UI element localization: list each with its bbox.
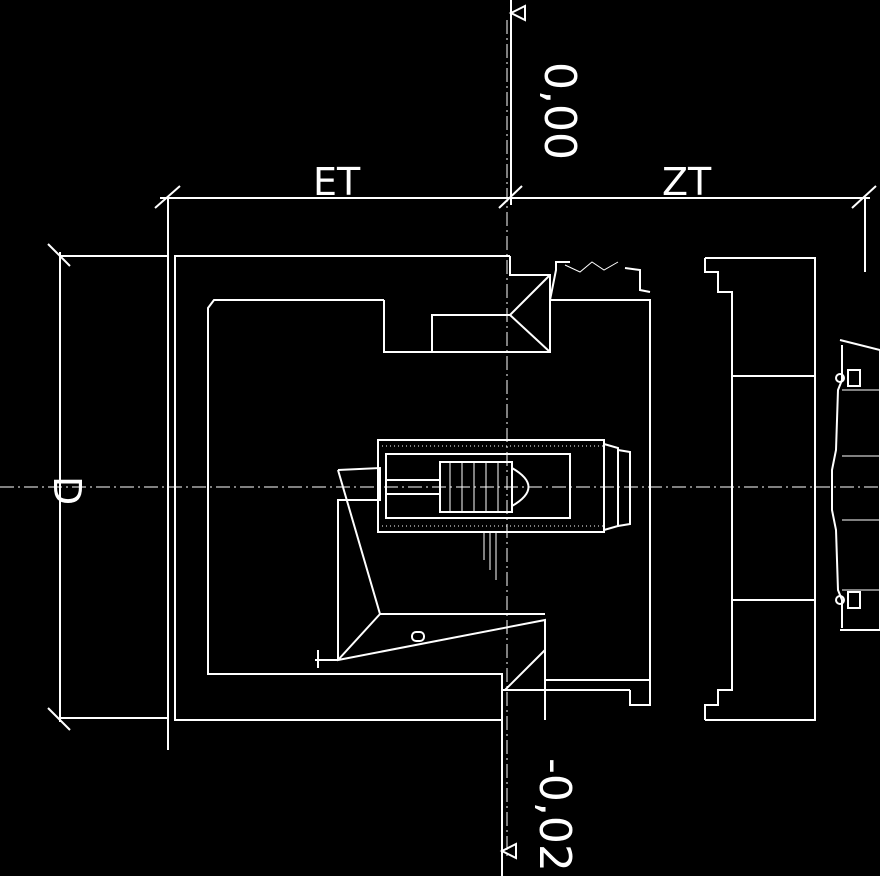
level-label-top: 0,00 bbox=[534, 62, 585, 160]
motor-unit bbox=[377, 439, 631, 580]
fastening-detail bbox=[831, 339, 880, 631]
outer-housing bbox=[174, 255, 551, 721]
dimension-label-et: ET bbox=[313, 160, 361, 204]
device-housing bbox=[315, 466, 546, 691]
dimension-label-d: D bbox=[45, 476, 89, 505]
level-label-bottom: -0,02 bbox=[529, 758, 580, 872]
cover-plate bbox=[704, 257, 816, 721]
dimension-label-zt: ZT bbox=[662, 160, 712, 204]
level-marker-top: 0,00 bbox=[508, 0, 585, 205]
dimension-d: D bbox=[45, 243, 169, 750]
level-marker-bottom: -0,02 bbox=[499, 680, 580, 876]
frame-housing bbox=[544, 261, 651, 720]
dimension-et-zt: ET ZT bbox=[154, 160, 877, 272]
